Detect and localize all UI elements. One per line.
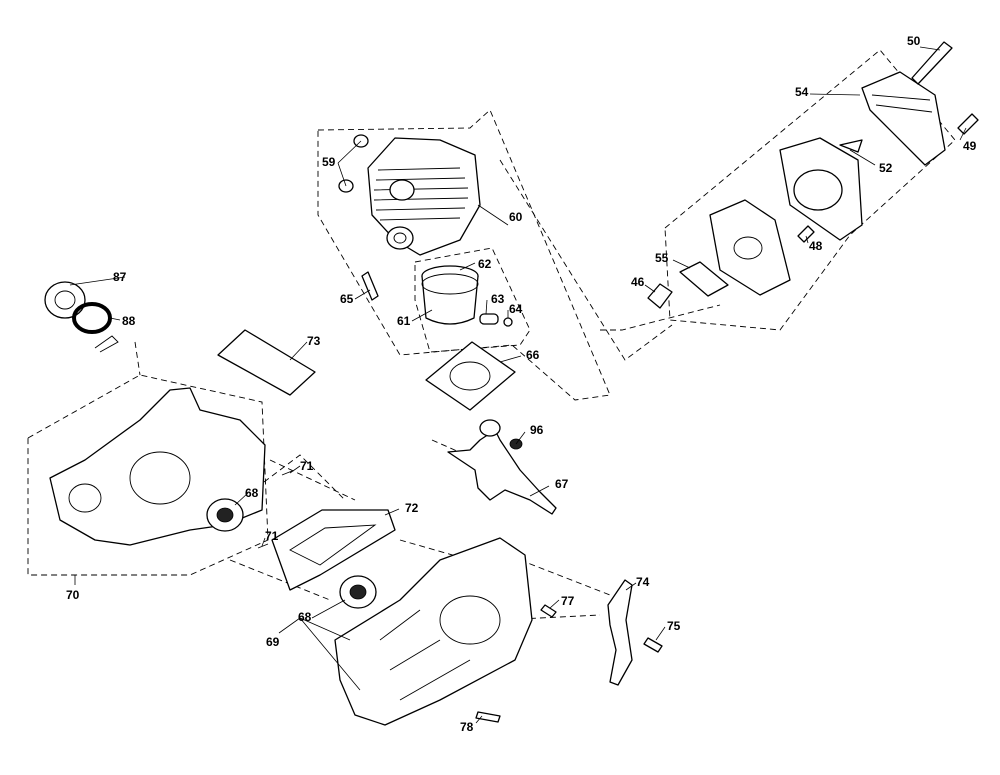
piston-subgroup-outline — [414, 247, 531, 353]
part-label-50: 50 — [907, 34, 921, 48]
cylinder-group-outline — [317, 109, 611, 401]
crankcase-right — [334, 537, 533, 726]
part-label-88: 88 — [122, 314, 136, 328]
part-label-63: 63 — [491, 292, 505, 306]
part-label-55: 55 — [655, 251, 669, 265]
part-label-52: 52 — [879, 161, 893, 175]
part-label-48: 48 — [809, 239, 823, 253]
part-label-66: 66 — [526, 348, 540, 362]
part-label-46: 46 — [631, 275, 645, 289]
chain-catcher-screw — [643, 637, 663, 653]
muffler-body — [779, 137, 863, 241]
muffler-link-line — [499, 159, 721, 361]
part-label-54: 54 — [795, 85, 809, 99]
part-label-59: 59 — [322, 155, 336, 169]
piston — [421, 265, 479, 325]
muffler-gasket — [679, 261, 729, 297]
dowel-pin-upper — [281, 470, 293, 476]
crankshaft — [447, 419, 557, 515]
part-label-78: 78 — [460, 720, 474, 734]
part-label-71-lower: 71 — [265, 529, 279, 543]
muffler-screw-small — [797, 225, 815, 243]
crankcase-gasket-top — [217, 329, 316, 396]
part-label-64: 64 — [509, 302, 523, 316]
part-label-72: 72 — [405, 501, 419, 515]
muffler-screw-long — [911, 41, 953, 85]
crankcase-bolt — [475, 711, 501, 723]
part-label-74: 74 — [636, 575, 650, 589]
crankcase-gasket — [271, 509, 396, 591]
main-bearing-left — [206, 498, 244, 532]
dowel-pin-lower — [257, 543, 269, 549]
part-label-73: 73 — [307, 334, 321, 348]
part-label-49: 49 — [963, 139, 977, 153]
o-ring — [72, 302, 112, 334]
leader-lines — [69, 46, 967, 724]
muffler-screw-right — [957, 113, 979, 135]
part-label-68-left: 68 — [245, 486, 259, 500]
crankcase-left-group-outline — [27, 374, 269, 576]
spark-arrestor-plate — [839, 139, 863, 153]
muffler-cover — [861, 71, 946, 166]
crankcase-screw — [540, 604, 557, 618]
part-label-75: 75 — [667, 619, 681, 633]
bearing-housing — [44, 281, 86, 319]
main-bearing-right — [339, 575, 377, 609]
cylinder-screw — [361, 271, 379, 301]
chain-catcher — [607, 579, 633, 686]
spacer-sleeve — [647, 283, 673, 309]
part-label-60: 60 — [509, 210, 523, 224]
retaining-clip — [94, 335, 119, 353]
cylinder-gasket — [425, 341, 516, 411]
part-label-96: 96 — [530, 423, 544, 437]
part-label-67: 67 — [555, 477, 569, 491]
part-label-70: 70 — [66, 588, 80, 602]
cylinder — [367, 137, 481, 256]
part-label-61: 61 — [397, 314, 411, 328]
part-label-71-upper: 71 — [300, 459, 314, 473]
piston-pin-clip — [503, 317, 513, 327]
part-label-65: 65 — [340, 292, 354, 306]
part-label-62: 62 — [478, 257, 492, 271]
part-label-68-right: 68 — [298, 610, 312, 624]
piston-pin — [479, 313, 499, 325]
part-label-77: 77 — [561, 594, 575, 608]
muffler-housing — [709, 199, 791, 296]
part-label-87: 87 — [113, 270, 127, 284]
part-label-69: 69 — [266, 635, 280, 649]
